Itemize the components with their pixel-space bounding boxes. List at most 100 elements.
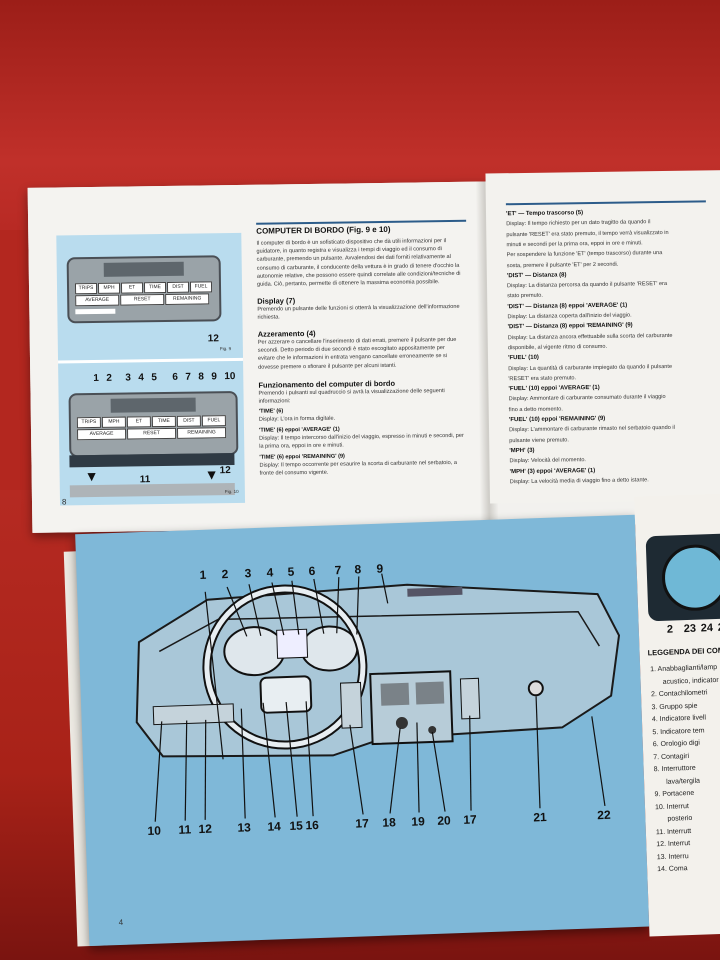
- display-window-2: [110, 397, 196, 413]
- page9-line: Display: Il tempo richiesto per un dato …: [506, 219, 651, 228]
- bottom-callout-number: 15: [289, 818, 304, 833]
- bottom-callout-number: 18: [382, 815, 396, 830]
- item-label: 'TIME' (6): [258, 408, 284, 415]
- fig10-number: 9: [211, 371, 217, 383]
- figure-divider: [58, 357, 244, 364]
- legend-item: lava/tergila: [666, 777, 701, 786]
- computer-button: ET: [126, 416, 151, 428]
- top-callout-number: 2: [221, 566, 229, 582]
- arrow-down-icon: ▼: [84, 467, 99, 485]
- page9-line: 'DIST' — Distanza (8): [506, 272, 567, 280]
- page9-line: 'ET' — Tempo trascorso (5): [505, 210, 584, 218]
- fig10-number: 10: [224, 371, 236, 383]
- computer-button: MPH: [101, 416, 126, 428]
- dashboard-illustration: [135, 573, 621, 822]
- fig10-number: 5: [151, 372, 157, 384]
- legend-item: 7. Contagiri: [653, 752, 690, 761]
- item-text: fronte del consumo vigente.: [259, 469, 329, 477]
- fig10-number: 8: [198, 371, 204, 383]
- bottom-callout-number: 17: [463, 812, 477, 827]
- top-callout-number: 7: [334, 563, 342, 578]
- bottom-callout-number: 13: [237, 820, 252, 835]
- top-callout-number: 5: [287, 564, 295, 579]
- legend-item: 4. Indicatore livell: [651, 714, 707, 724]
- bottom-callout-number: 22: [597, 807, 611, 823]
- page-number: 4: [118, 917, 124, 928]
- legend-item: 14. Coma: [657, 865, 688, 874]
- page9-line: Display: Ammontare di carburante consuma…: [508, 394, 666, 403]
- top-callout-number: 8: [354, 562, 362, 577]
- page9-line: 'FUEL' (10): [508, 354, 539, 362]
- fig10-label: Fig. 10: [224, 488, 239, 495]
- page9-line: 'MPH' (3): [509, 447, 535, 455]
- top-callout-number: 1: [199, 567, 207, 582]
- legend-item: 10. Interrut: [654, 802, 689, 811]
- computer-button: DIST: [166, 281, 190, 293]
- fig10-number: 4: [138, 372, 144, 384]
- bottom-callout-number: 10: [147, 823, 162, 838]
- top-callout-number: 6: [308, 563, 316, 579]
- top-callout-number: 4: [266, 565, 274, 580]
- fig10-number: 6: [172, 371, 178, 383]
- bottom-callout-number: 20: [437, 813, 451, 828]
- bottom-callout-number: 16: [305, 817, 320, 833]
- computer-button: MPH: [97, 282, 121, 294]
- computer-button: RESET: [126, 427, 177, 440]
- computer-button: RESET: [120, 294, 165, 306]
- page9-line: Display: La distanza percorsa da quando …: [507, 281, 668, 290]
- function-line: informazioni:: [258, 398, 291, 405]
- page9-line: sosta, premere il pulsante 'ET' per 2 se…: [506, 261, 619, 269]
- page9-line: 'MPH' (3) eppoi 'AVERAGE' (1): [509, 467, 596, 475]
- intro-line: guida. Ciò, pertanto, permette di ottene…: [256, 279, 440, 288]
- display-line: richiesta.: [257, 314, 280, 321]
- legend-item: 6. Orologio digi: [652, 739, 701, 749]
- top-callout-number: 9: [376, 561, 384, 576]
- computer-button: ET: [120, 282, 144, 294]
- bottom-callout-number: 14: [267, 819, 282, 834]
- legend-item: acustico, indicator: [662, 676, 719, 686]
- function-line: Premendo i pulsanti sul quadruccio si av…: [258, 388, 445, 397]
- page9-line: Display: L'ammontare di carburante rimas…: [509, 425, 675, 434]
- item-text: Display: Il tempo intercorso dall'inizio…: [259, 432, 464, 442]
- function-heading: Funzionamento del computer di bordo: [258, 378, 396, 390]
- legend-item: 13. Interru: [656, 852, 689, 861]
- fig10-number: 3: [125, 372, 131, 384]
- computer-button: REMAINING: [176, 427, 227, 439]
- page9-line: Display: La velocità media di viaggio fi…: [509, 477, 649, 485]
- page9-line: Display: La distanza ancora effettuabile…: [507, 332, 673, 341]
- legend-item: 8. Interruttore: [653, 764, 696, 774]
- page9-line: 'RESET' era stato premuto.: [508, 375, 577, 383]
- computer-button: TIME: [151, 415, 176, 428]
- item-text: la prima ora, eppoi in ore e minuti.: [259, 442, 344, 450]
- legend-item: 2. Contachilometri: [650, 689, 708, 699]
- computer-button: AVERAGE: [77, 428, 127, 441]
- reset-heading: Azzeramento (4): [257, 328, 316, 339]
- display-line: Premendo un pulsante delle funzioni si o…: [257, 303, 460, 313]
- legend-item: posterio: [667, 814, 693, 823]
- top-callout-number: 3: [244, 566, 252, 581]
- page-number: 8: [61, 497, 67, 507]
- display-window: [103, 261, 184, 277]
- page9-line: minuti e secondi per la prima ora, eppoi…: [506, 240, 643, 249]
- legend-title: LEGGENDA DEI COMA: [647, 645, 720, 658]
- section-title: COMPUTER DI BORDO (Fig. 9 e 10): [256, 224, 391, 236]
- page9-line: Display: La quantità di carburante impie…: [508, 363, 673, 372]
- fig10-callout-12: 12: [219, 465, 231, 477]
- legend-item: 11. Interrutt: [655, 827, 692, 836]
- legend-item: 5. Indicatore tem: [652, 726, 705, 736]
- fig9-callout-12: 12: [207, 333, 219, 345]
- computer-button: FUEL: [201, 415, 226, 427]
- bottom-callout-number: 17: [355, 816, 370, 831]
- gauge-callout-number: 24: [700, 622, 714, 635]
- page9-line: Per sospendere la funzione 'ET' (tempo t…: [506, 250, 663, 259]
- connector-strip: [69, 453, 235, 468]
- computer-button: DIST: [176, 415, 201, 427]
- fig10-number: 1: [93, 372, 99, 385]
